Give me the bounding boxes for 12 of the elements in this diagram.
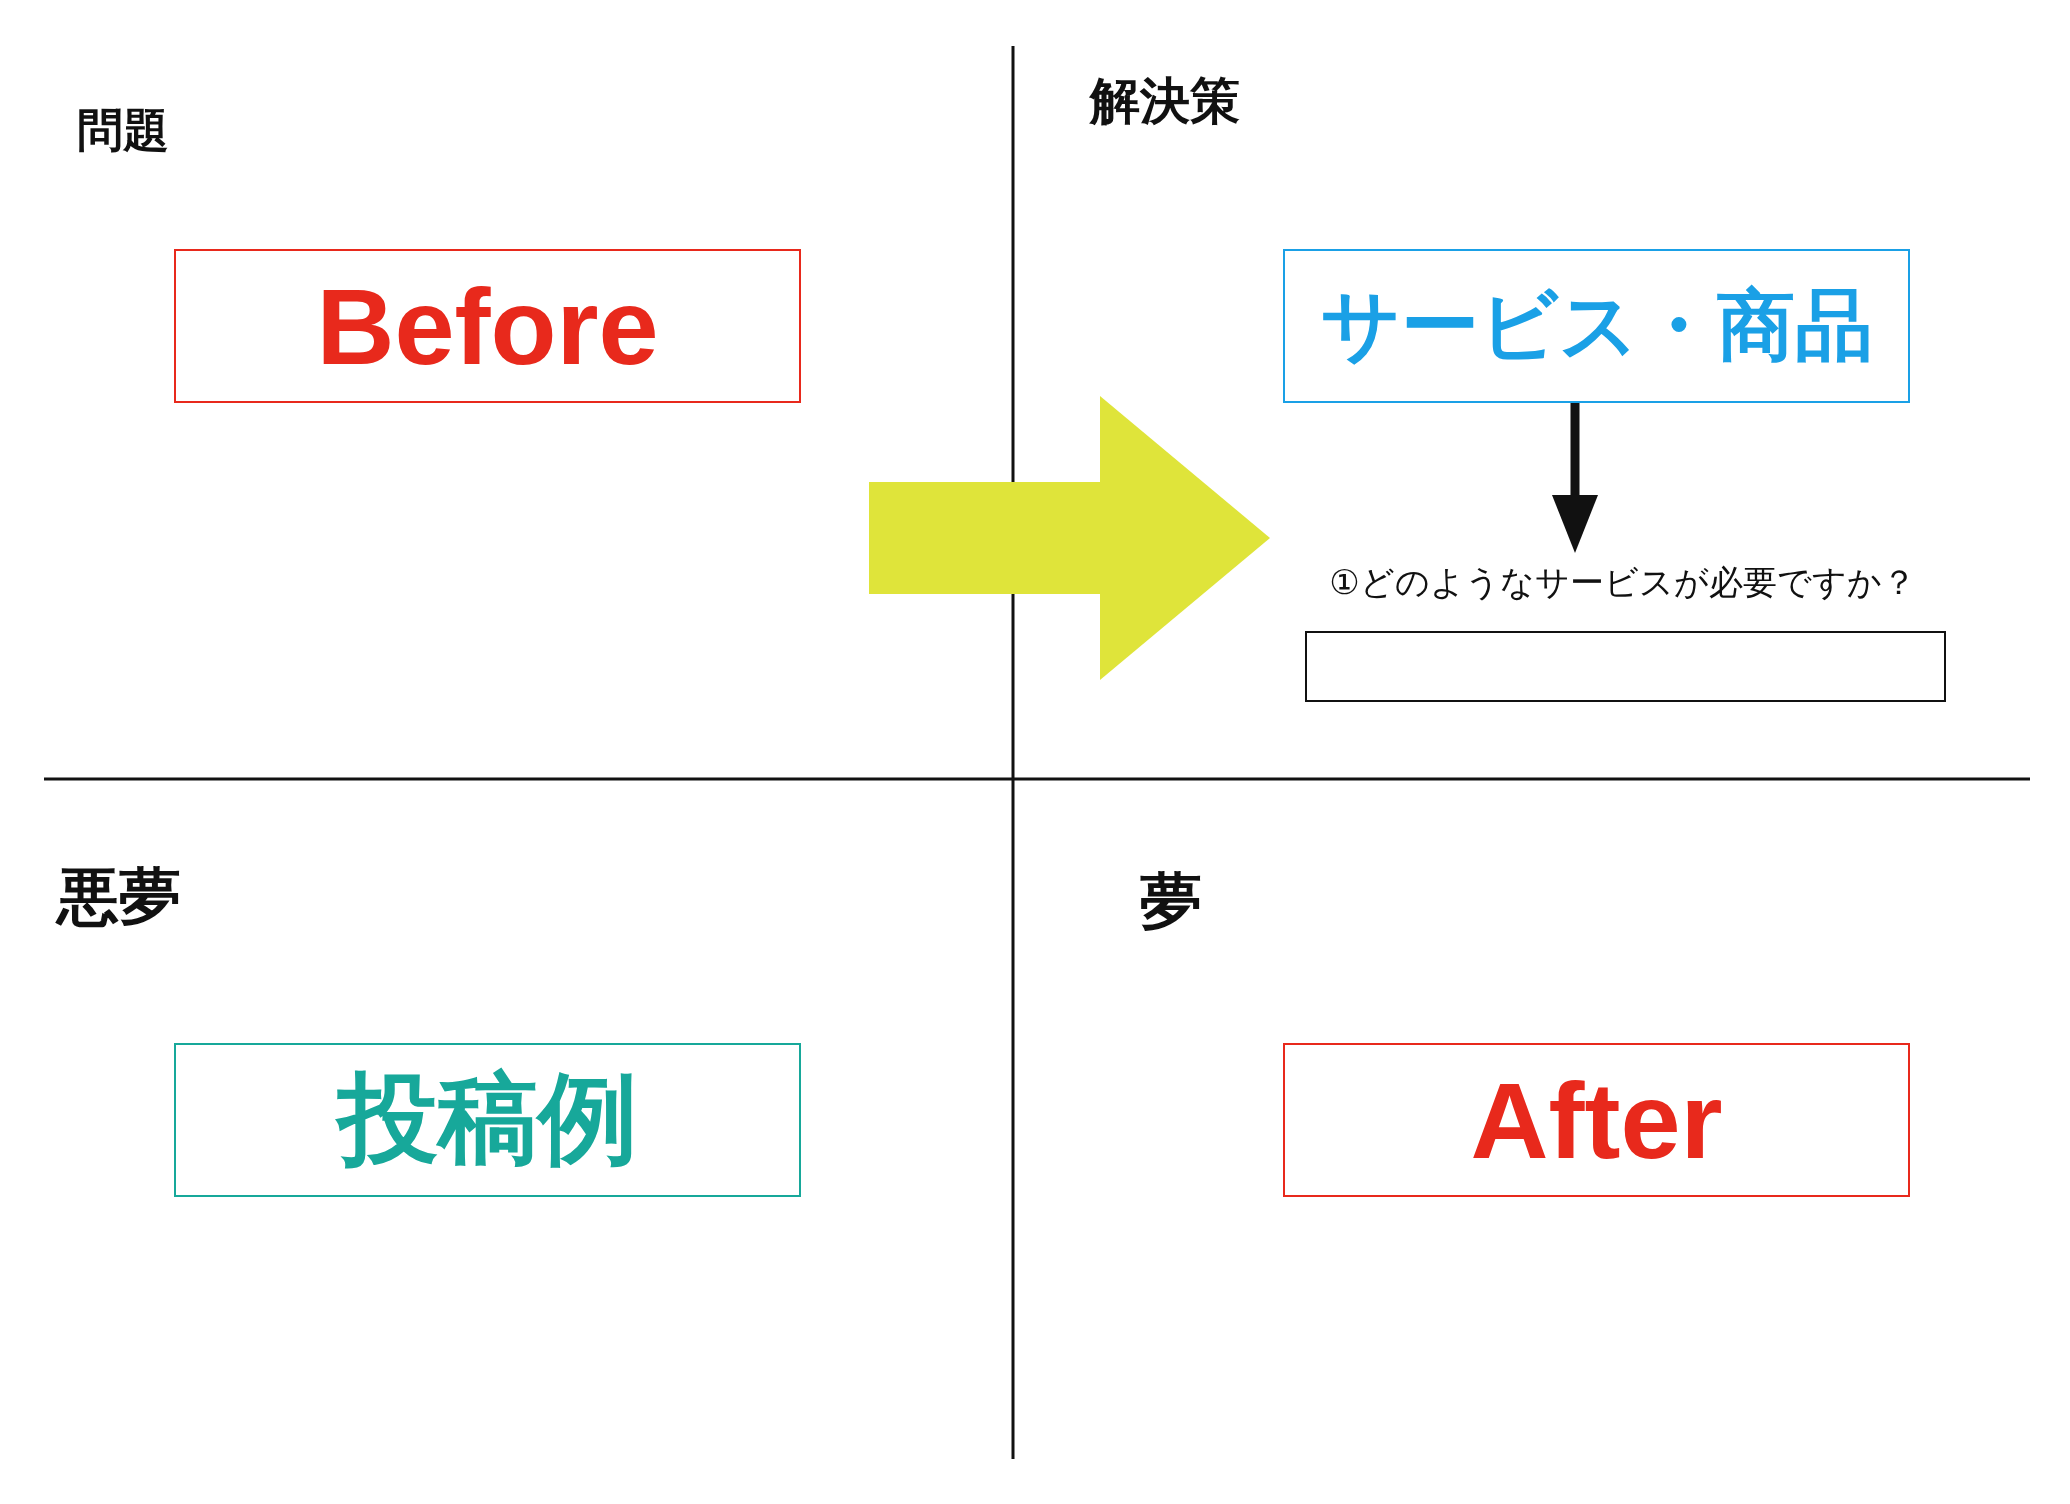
arrow: [869, 396, 1270, 680]
service-box: サービス・商品: [1283, 249, 1910, 403]
arrow: [1552, 403, 1598, 553]
question-text: ①どのようなサービスが必要ですか？: [1270, 555, 1975, 611]
quadrant-heading: 問題: [77, 102, 169, 159]
quadrant-heading: 悪夢: [57, 859, 181, 935]
before-box: Before: [174, 249, 801, 403]
answer-box: [1305, 631, 1946, 702]
after-box: After: [1283, 1043, 1910, 1197]
quadrant-heading: 解決策: [1090, 71, 1240, 132]
example-box: 投稿例: [174, 1043, 801, 1197]
quadrant-heading: 夢: [1140, 864, 1202, 940]
